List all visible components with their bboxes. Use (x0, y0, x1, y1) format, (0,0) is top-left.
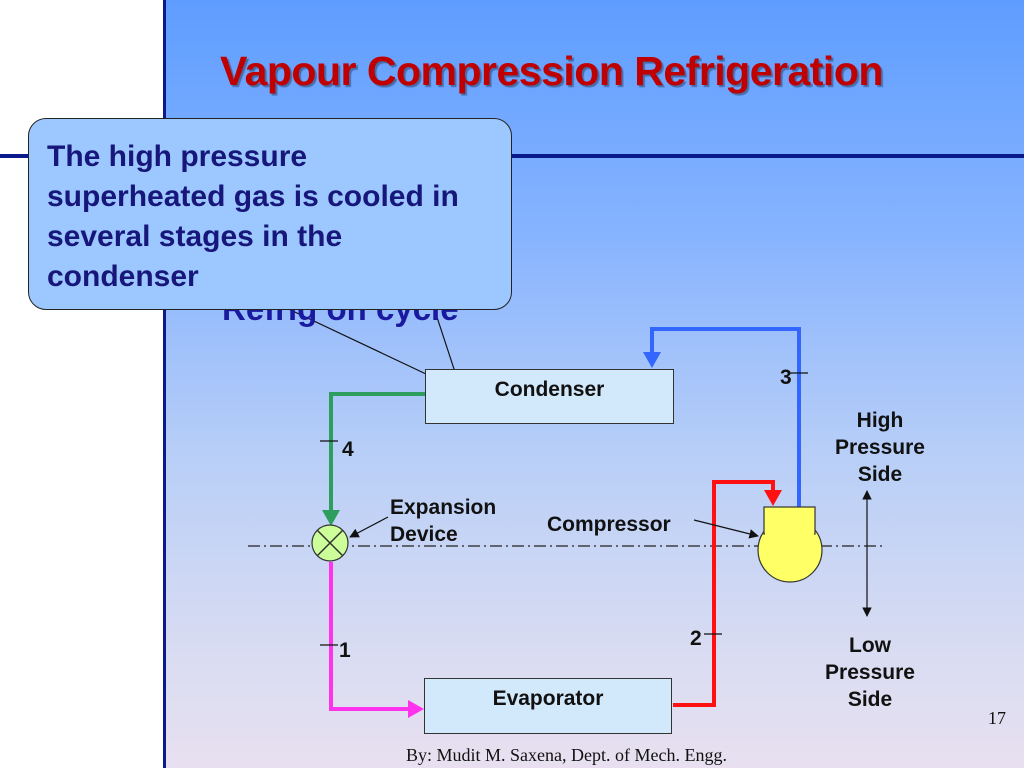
slide-title: Vapour Compression Refrigeration (220, 48, 883, 94)
state-point-2: 2 (690, 627, 702, 650)
state-point-4: 4 (342, 438, 354, 461)
arrowhead-condenser-to-expansion (322, 510, 340, 526)
condenser-box: Condenser (425, 369, 674, 424)
compressor-symbol (757, 506, 823, 583)
callout-pointer-2 (432, 304, 456, 373)
footer-credit: By: Mudit M. Saxena, Dept. of Mech. Engg… (406, 745, 727, 765)
high-pressure-side-label: High Pressure Side (835, 409, 925, 486)
condenser-label: Condenser (494, 378, 605, 401)
line-compressor-to-condenser (650, 327, 801, 507)
compressor-label-arrow (693, 519, 759, 539)
line-evaporator-to-compressor (673, 480, 775, 707)
expansion-label-arrow (349, 516, 389, 538)
expansion-valve-symbol (311, 524, 349, 562)
line-condenser-to-expansion (329, 392, 425, 520)
low-pressure-side-label: Low Pressure Side (825, 634, 915, 711)
evaporator-box: Evaporator (424, 678, 672, 734)
state-point-3: 3 (780, 366, 792, 389)
arrowhead-compressor-to-condenser (643, 352, 661, 368)
state-point-1: 1 (339, 639, 351, 662)
expansion-device-label: Expansion Device (390, 496, 497, 546)
arrowhead-expansion-to-evaporator (408, 700, 424, 718)
page-number: 17 (988, 708, 1006, 728)
arrowhead-evaporator-to-compressor (764, 490, 782, 506)
line-expansion-to-evaporator (329, 562, 412, 711)
evaporator-label: Evaporator (492, 687, 604, 710)
callout-pointer-1 (279, 304, 427, 375)
callout-box: The high pressure superheated gas is coo… (28, 118, 512, 310)
compressor-label: Compressor (547, 513, 671, 536)
